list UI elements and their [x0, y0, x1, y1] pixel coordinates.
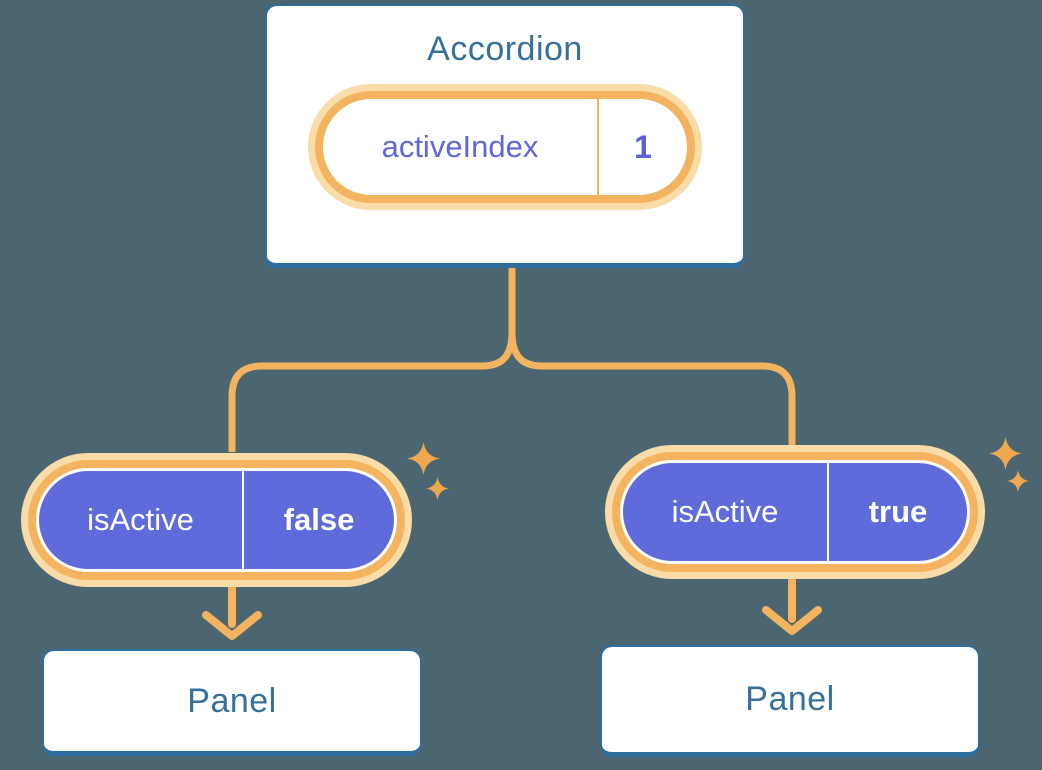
- prop-pill-true: isActive true: [612, 452, 978, 572]
- prop-label: isActive: [671, 494, 779, 529]
- connector-branch-right: [508, 331, 796, 449]
- accordion-title: Accordion: [427, 30, 583, 68]
- sparkle-icon: [989, 437, 1029, 492]
- state-value: 1: [634, 128, 652, 165]
- connector-branch-left: [228, 268, 516, 452]
- pill-divider: [597, 99, 599, 195]
- prop-pill-body: isActive false: [39, 471, 394, 569]
- arrow-down-icon: [762, 577, 822, 635]
- accordion-component-box: Accordion activeIndex 1: [265, 4, 745, 268]
- prop-value: true: [868, 494, 928, 529]
- panel-title: Panel: [745, 680, 835, 718]
- state-pill: activeIndex 1: [315, 91, 695, 203]
- panel-title: Panel: [187, 681, 277, 720]
- prop-pill-body: isActive true: [623, 463, 967, 561]
- prop-label: isActive: [87, 502, 194, 537]
- prop-pill-false: isActive false: [28, 460, 405, 580]
- pill-divider: [827, 463, 829, 561]
- prop-value: false: [283, 502, 355, 537]
- sparkle-icon: [407, 442, 449, 500]
- panel-box-right: Panel: [600, 645, 980, 757]
- panel-box-left: Panel: [42, 649, 422, 756]
- arrow-down-icon: [202, 582, 262, 640]
- state-label: activeIndex: [381, 129, 539, 164]
- pill-divider: [242, 471, 244, 569]
